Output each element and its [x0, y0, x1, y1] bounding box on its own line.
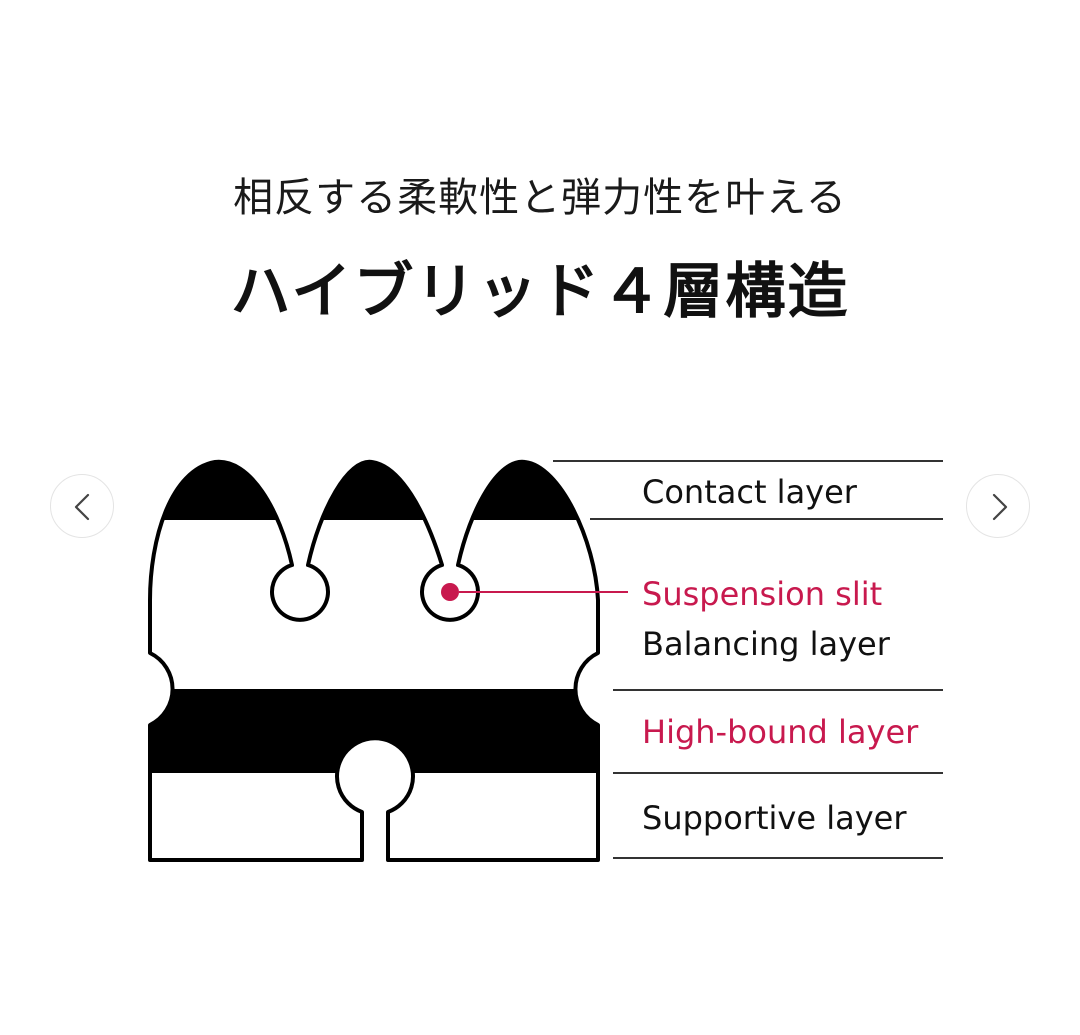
carousel-next-button[interactable]: [966, 474, 1030, 538]
high-bound-layer-label: High-bound layer: [642, 713, 919, 751]
layer-bands: [150, 461, 598, 773]
high-bound-layer-band: [150, 689, 598, 773]
page-title: ハイブリッド４層構造: [230, 257, 850, 327]
suspension-slit-label: Suspension slit: [642, 575, 882, 613]
cushion-outline: [148, 459, 600, 862]
contact-layer-band: [150, 461, 598, 520]
chevron-right-icon: [992, 493, 1008, 521]
carousel-prev-button[interactable]: [50, 474, 114, 538]
contact-layer-label: Contact layer: [642, 473, 858, 511]
balancing-layer-label: Balancing layer: [642, 625, 891, 663]
chevron-left-icon: [74, 493, 90, 521]
suspension-slit-marker: [441, 583, 459, 601]
page-subtitle: 相反する柔軟性と弾力性を叶える: [233, 175, 847, 221]
supportive-layer-label: Supportive layer: [642, 799, 907, 837]
